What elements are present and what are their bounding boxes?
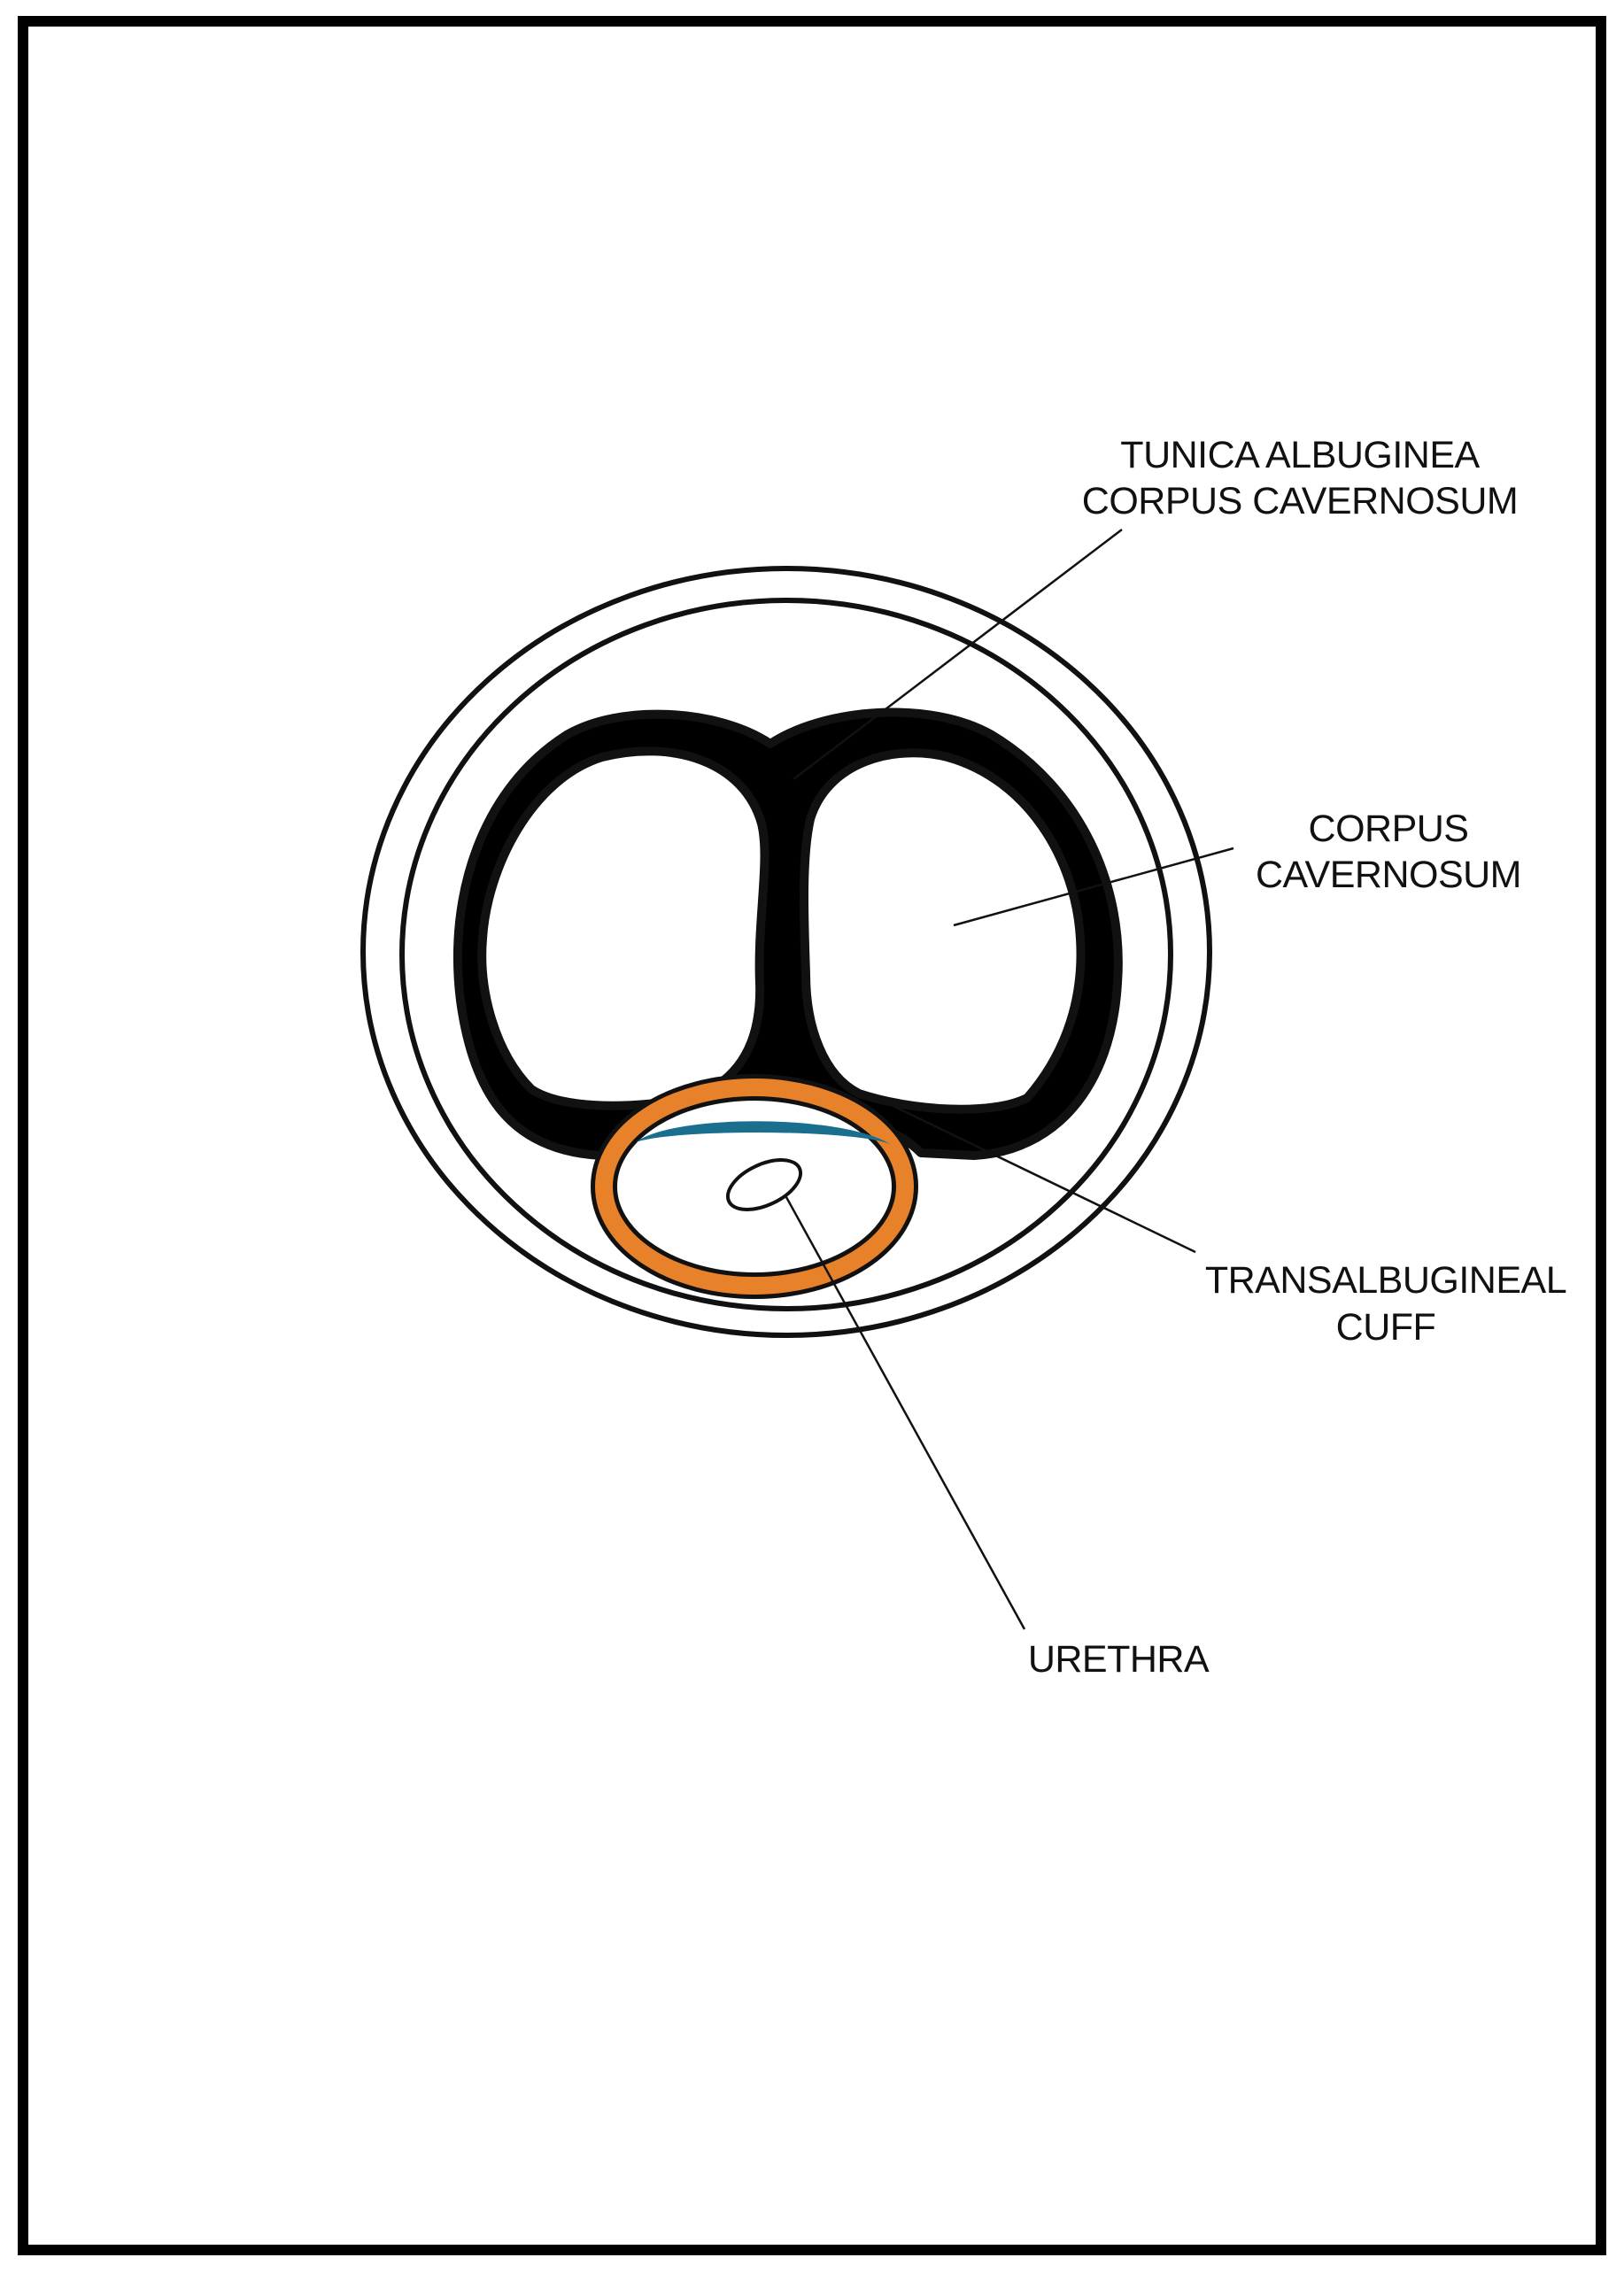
label-tunica-albuginea-line2: CORPUS CAVERNOSUM	[1082, 480, 1518, 522]
label-transalbugineal-cuff-line2: CUFF	[1336, 1306, 1436, 1349]
label-urethra: URETHRA	[1028, 1638, 1210, 1681]
label-corpus-cavernosum-line1: CORPUS	[1309, 808, 1469, 850]
label-corpus-cavernosum-line2: CAVERNOSUM	[1256, 854, 1521, 896]
label-tunica-albuginea-line1: TUNICA ALBUGINEA	[1120, 434, 1480, 476]
transalbugineal-cuff-orange	[595, 1079, 914, 1295]
leader-line-corpus-cavernosum	[953, 847, 1234, 927]
inner-fascia-ring	[399, 598, 1173, 1311]
leader-line-transalbugineal-cuff	[876, 1096, 1196, 1254]
urethra-lumen	[725, 1158, 803, 1211]
leader-line-urethra	[785, 1196, 1026, 1630]
tunica-inside-cuff	[636, 1121, 890, 1144]
outer-skin-ring	[360, 566, 1212, 1338]
label-transalbugineal-cuff-line1: TRANSALBUGINEAL	[1205, 1259, 1566, 1302]
leader-line-tunica-albuginea	[793, 529, 1123, 780]
